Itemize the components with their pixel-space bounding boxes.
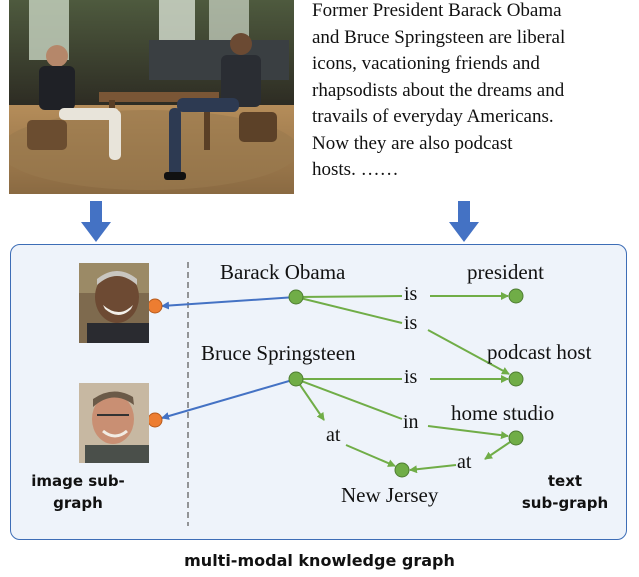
node-studio xyxy=(508,430,524,446)
edge-label-at-1: at xyxy=(326,424,341,446)
link-bruce-image xyxy=(161,378,297,420)
photo-down-arrow xyxy=(81,201,111,242)
edge-bruce-at1 xyxy=(295,378,325,421)
node-podcast xyxy=(508,371,524,387)
caption-image-subgraph: image sub- graph xyxy=(31,472,125,512)
studio-photo-illustration xyxy=(9,0,294,194)
edge-is2-podcast xyxy=(427,329,510,375)
label-president: president xyxy=(467,260,544,284)
caption-main: multi-modal knowledge graph xyxy=(184,551,455,570)
label-new-jersey: New Jersey xyxy=(341,483,439,507)
node-nj xyxy=(394,462,410,478)
link-barack-image xyxy=(161,296,297,310)
studio-photo xyxy=(9,0,294,194)
node-bruce xyxy=(288,371,304,387)
label-home-studio: home studio xyxy=(451,401,555,425)
edge-label-is-1: is xyxy=(404,283,418,305)
text-down-arrow xyxy=(449,201,479,242)
face-image-barack xyxy=(79,263,149,343)
node-barack xyxy=(288,289,304,305)
node-image-barack xyxy=(147,298,163,314)
label-bruce-springsteen: Bruce Springsteen xyxy=(201,341,356,365)
edge-at1-nj xyxy=(345,444,396,467)
edge-barack-is1 xyxy=(295,295,403,298)
face-image-bruce xyxy=(79,383,149,463)
edge-label-in: in xyxy=(403,411,419,433)
label-podcast-host: podcast host xyxy=(487,340,592,364)
node-president xyxy=(508,288,524,304)
edge-label-is-2: is xyxy=(404,312,418,334)
edge-label-is-3: is xyxy=(404,366,418,388)
edge-label-at-2: at xyxy=(457,451,472,473)
edge-barack-is2 xyxy=(295,296,403,324)
edge-in-studio xyxy=(427,425,509,440)
edge-bruce-in xyxy=(295,378,403,420)
edge-at2-nj xyxy=(409,464,457,474)
caption-text-subgraph: text sub-graph xyxy=(521,472,609,512)
node-image-bruce xyxy=(147,412,163,428)
label-barack-obama: Barack Obama xyxy=(220,260,346,284)
article-paragraph: Former President Barack Obama and Bruce … xyxy=(312,0,566,180)
